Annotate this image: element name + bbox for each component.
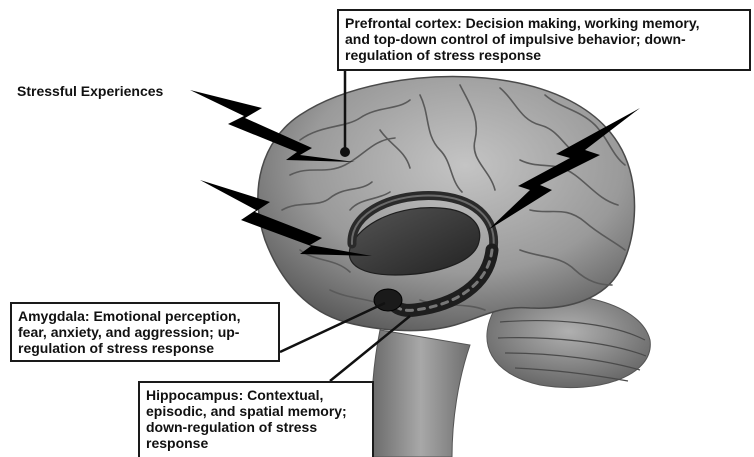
cerebrum — [258, 77, 635, 331]
amygdala-region — [374, 289, 402, 311]
hippocampus-callout: Hippocampus: Contextual, episodic, and s… — [138, 381, 374, 457]
prefrontal-cortex-callout: Prefrontal cortex: Decision making, work… — [337, 9, 751, 71]
amygdala-callout: Amygdala: Emotional perception, fear, an… — [10, 302, 280, 362]
brain-stem — [371, 330, 470, 457]
stressful-experiences-label: Stressful Experiences — [17, 83, 163, 99]
